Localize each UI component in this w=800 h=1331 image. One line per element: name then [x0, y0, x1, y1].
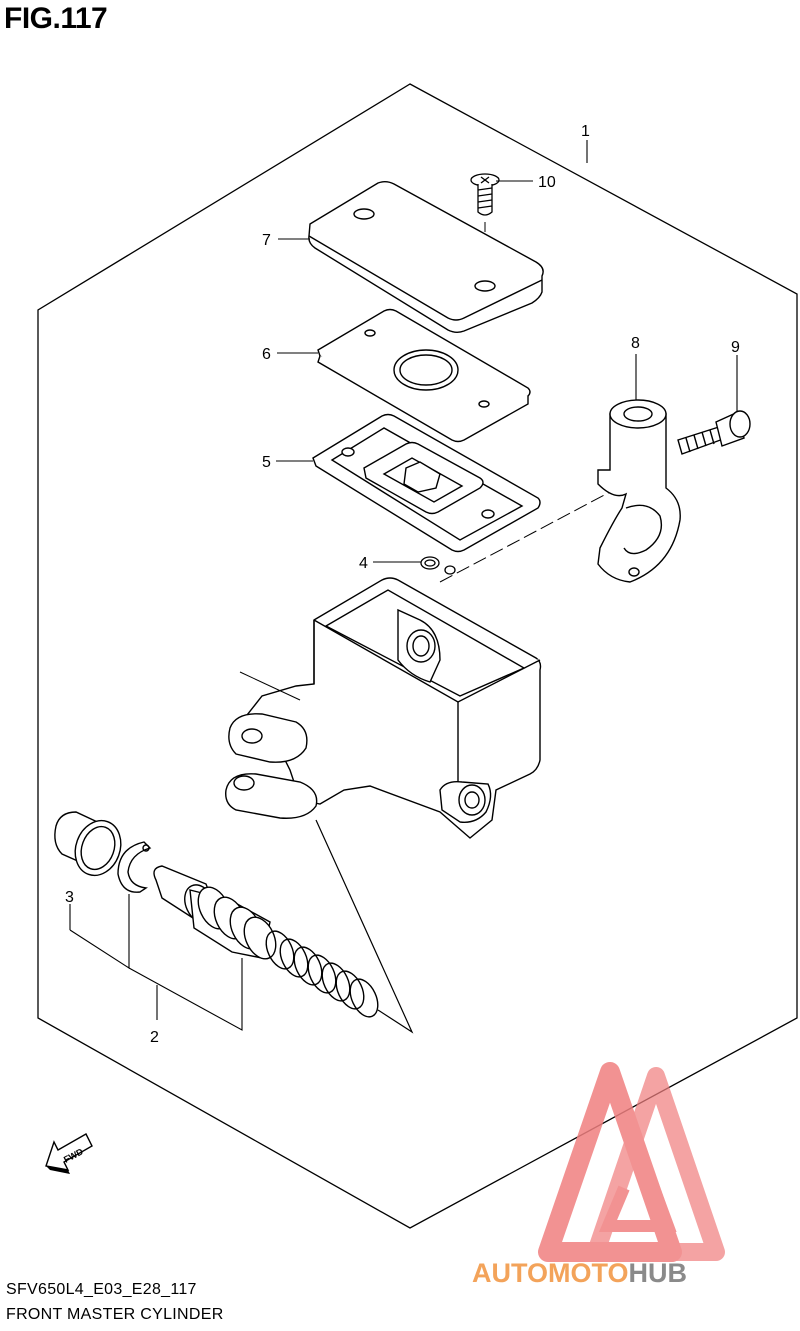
boot-part — [54, 811, 122, 877]
footer-diagram-name: FRONT MASTER CYLINDER — [6, 1306, 224, 1323]
watermark-hub: HUB — [629, 1258, 688, 1288]
callout-6: 6 — [262, 346, 271, 363]
retainer-clip-part — [420, 556, 456, 575]
callout-7: 7 — [262, 232, 271, 249]
callout-10: 10 — [538, 174, 556, 191]
master-cylinder-body — [225, 577, 542, 839]
callout-3: 3 — [65, 889, 74, 906]
assembly-boundary — [37, 83, 798, 1229]
return-spring-part — [265, 930, 379, 1018]
cap-screw-part — [470, 173, 500, 216]
diaphragm-part — [317, 308, 531, 443]
watermark-automoto: AUTOMOTO — [472, 1258, 629, 1288]
leader-lines — [69, 140, 738, 1031]
clamp-bolt-part — [677, 410, 751, 455]
piston-part — [153, 865, 277, 960]
reservoir-plate-part — [312, 413, 541, 553]
callout-2: 2 — [150, 1029, 159, 1046]
fwd-arrow-icon: FWD — [45, 1133, 93, 1174]
footer-diagram-code: SFV650L4_E03_E28_117 — [6, 1281, 197, 1298]
callout-5: 5 — [262, 454, 271, 471]
reservoir-cap-part — [308, 181, 544, 333]
callout-9: 9 — [731, 339, 740, 356]
watermark-logo — [538, 1062, 725, 1262]
holder-clamp-part — [597, 399, 681, 583]
callout-4: 4 — [359, 555, 368, 572]
figure-title: FIG.117 — [4, 2, 108, 35]
callout-1: 1 — [581, 123, 590, 140]
watermark-text-part1: AUTOMOTOHUB — [472, 1258, 687, 1288]
callout-8: 8 — [631, 335, 640, 352]
circlip-part — [117, 841, 152, 893]
